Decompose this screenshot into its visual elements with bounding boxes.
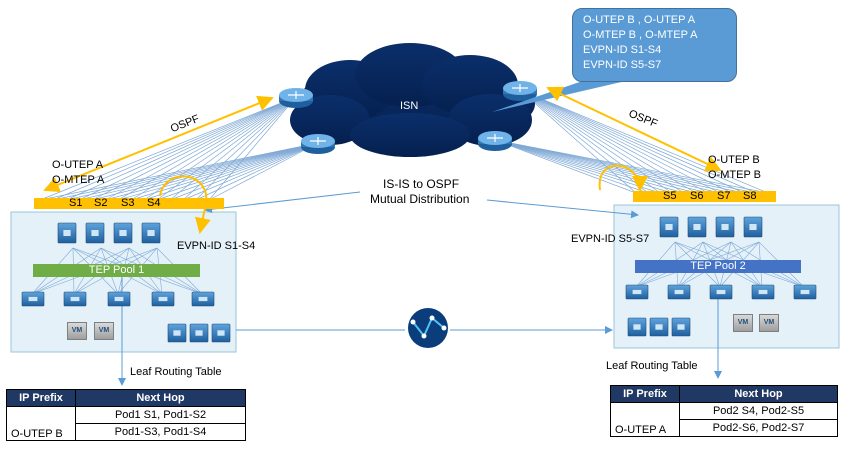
pod2-mtep: O-MTEP B <box>708 169 761 181</box>
ospf-arrow-right <box>546 86 722 172</box>
pod2-utep: O-UTEP B <box>708 154 760 166</box>
pod2-evpn: EVPN-ID S5-S7 <box>571 233 650 245</box>
isn-label: ISN <box>400 100 419 112</box>
table-header-row: IP Prefix Next Hop <box>6 389 246 407</box>
spine-switch-icon <box>659 216 679 238</box>
vm-icon: VM <box>733 314 753 332</box>
table-row: O-UTEP B Pod1 S1, Pod1-S2 <box>6 406 246 441</box>
header-next-hop: Next Hop <box>679 385 838 403</box>
spine-switch-icon <box>715 216 735 238</box>
spine-switch-icon <box>141 222 161 244</box>
callout-line: EVPN-ID S5-S7 <box>583 59 662 71</box>
spine-switch-icon <box>57 222 77 244</box>
evpn-arrow-pod2 <box>598 164 648 192</box>
isn-routers <box>279 81 537 154</box>
table-row: O-UTEP A Pod2 S4, Pod2-S5 <box>610 402 838 437</box>
prefix-cell: O-UTEP B <box>6 406 76 441</box>
next-hop-cell: Pod2-S6, Pod2-S7 <box>679 419 838 437</box>
ospf-arrow-left <box>43 95 274 193</box>
redistribution-line2: Mutual Distribution <box>370 192 470 206</box>
table-row: Pod2-S6, Pod2-S7 <box>611 419 838 437</box>
callout-line: EVPN-ID S1-S4 <box>583 44 662 56</box>
router-icon <box>478 131 512 151</box>
tep-pool-2: TEP Pool 2 <box>635 260 801 273</box>
callout-line: O-UTEP B , O-UTEP A <box>583 14 696 26</box>
pod2-routing-title: Leaf Routing Table <box>606 360 698 372</box>
spine-switch-icon <box>743 216 763 238</box>
pod1-spine-bar: S1 S2 S3 S4 <box>34 197 224 209</box>
leaf-switch-icon <box>793 284 817 300</box>
pod1-routing-title: Leaf Routing Table <box>130 366 222 378</box>
header-ip-prefix: IP Prefix <box>610 385 680 403</box>
switches <box>21 216 817 343</box>
spine-switch-icon <box>113 222 133 244</box>
leaf-switch-icon <box>63 291 87 307</box>
vm-icon: VM <box>759 314 779 332</box>
router-icon <box>279 88 313 108</box>
redistribution-arrow-right <box>486 199 639 219</box>
server-icon <box>211 323 231 343</box>
spine-switch-icon <box>85 222 105 244</box>
apic-logo-icon <box>408 308 448 348</box>
spine-label-s7: S7 <box>717 190 731 202</box>
redistribution-line1: IS-IS to OSPF <box>383 177 460 191</box>
spine-label-s3: S3 <box>121 197 135 209</box>
next-hop-cell: Pod1-S3, Pod1-S4 <box>75 423 246 441</box>
table-row: Pod1-S3, Pod1-S4 <box>7 423 246 441</box>
prefix-cell: O-UTEP A <box>610 402 680 437</box>
server-icon <box>671 317 691 337</box>
spine-label-s2: S2 <box>94 197 108 209</box>
spine-label-s4: S4 <box>147 197 161 209</box>
next-hop-cell: Pod2 S4, Pod2-S5 <box>679 402 838 420</box>
spine-label-s1: S1 <box>69 197 83 209</box>
leaf-switch-icon <box>107 291 131 307</box>
spine-label-s8: S8 <box>743 190 757 202</box>
callout-box: O-UTEP B , O-UTEP A O-MTEP B , O-MTEP A … <box>572 8 737 82</box>
server-icon <box>189 323 209 343</box>
header-ip-prefix: IP Prefix <box>6 389 76 407</box>
router-icon <box>503 81 537 101</box>
callout-line: O-MTEP B , O-MTEP A <box>583 29 698 41</box>
server-icon <box>627 317 647 337</box>
tep-pool-1: TEP Pool 1 <box>33 264 200 277</box>
spine-label-s5: S5 <box>663 190 677 202</box>
header-next-hop: Next Hop <box>75 389 246 407</box>
pod1-mtep: O-MTEP A <box>52 174 105 186</box>
leaf-switch-icon <box>191 291 215 307</box>
pod2-spine-bar: S5 S6 S7 S8 <box>633 190 776 202</box>
redistribution-arrow-left <box>204 191 361 214</box>
leaf-switch-icon <box>625 284 649 300</box>
leaf-switch-icon <box>21 291 45 307</box>
table-header-row: IP Prefix Next Hop <box>610 385 838 403</box>
vm-icon: VM <box>94 322 114 340</box>
pod1-utep: O-UTEP A <box>52 159 104 171</box>
leaf-switch-icon <box>151 291 175 307</box>
server-icon <box>649 317 669 337</box>
leaf-switch-icon <box>667 284 691 300</box>
leaf-switch-icon <box>709 284 733 300</box>
spine-switch-icon <box>687 216 707 238</box>
next-hop-cell: Pod1 S1, Pod1-S2 <box>75 406 246 424</box>
pod1-evpn: EVPN-ID S1-S4 <box>177 240 256 252</box>
pod1-routing-table: IP Prefix Next Hop O-UTEP B Pod1 S1, Pod… <box>6 389 246 441</box>
spine-label-s6: S6 <box>690 190 704 202</box>
server-icon <box>167 323 187 343</box>
leaf-switch-icon <box>751 284 775 300</box>
isn-cloud <box>290 43 535 157</box>
router-icon <box>301 134 335 154</box>
pod2-routing-table: IP Prefix Next Hop O-UTEP A Pod2 S4, Pod… <box>610 385 838 437</box>
vm-icon: VM <box>67 322 87 340</box>
